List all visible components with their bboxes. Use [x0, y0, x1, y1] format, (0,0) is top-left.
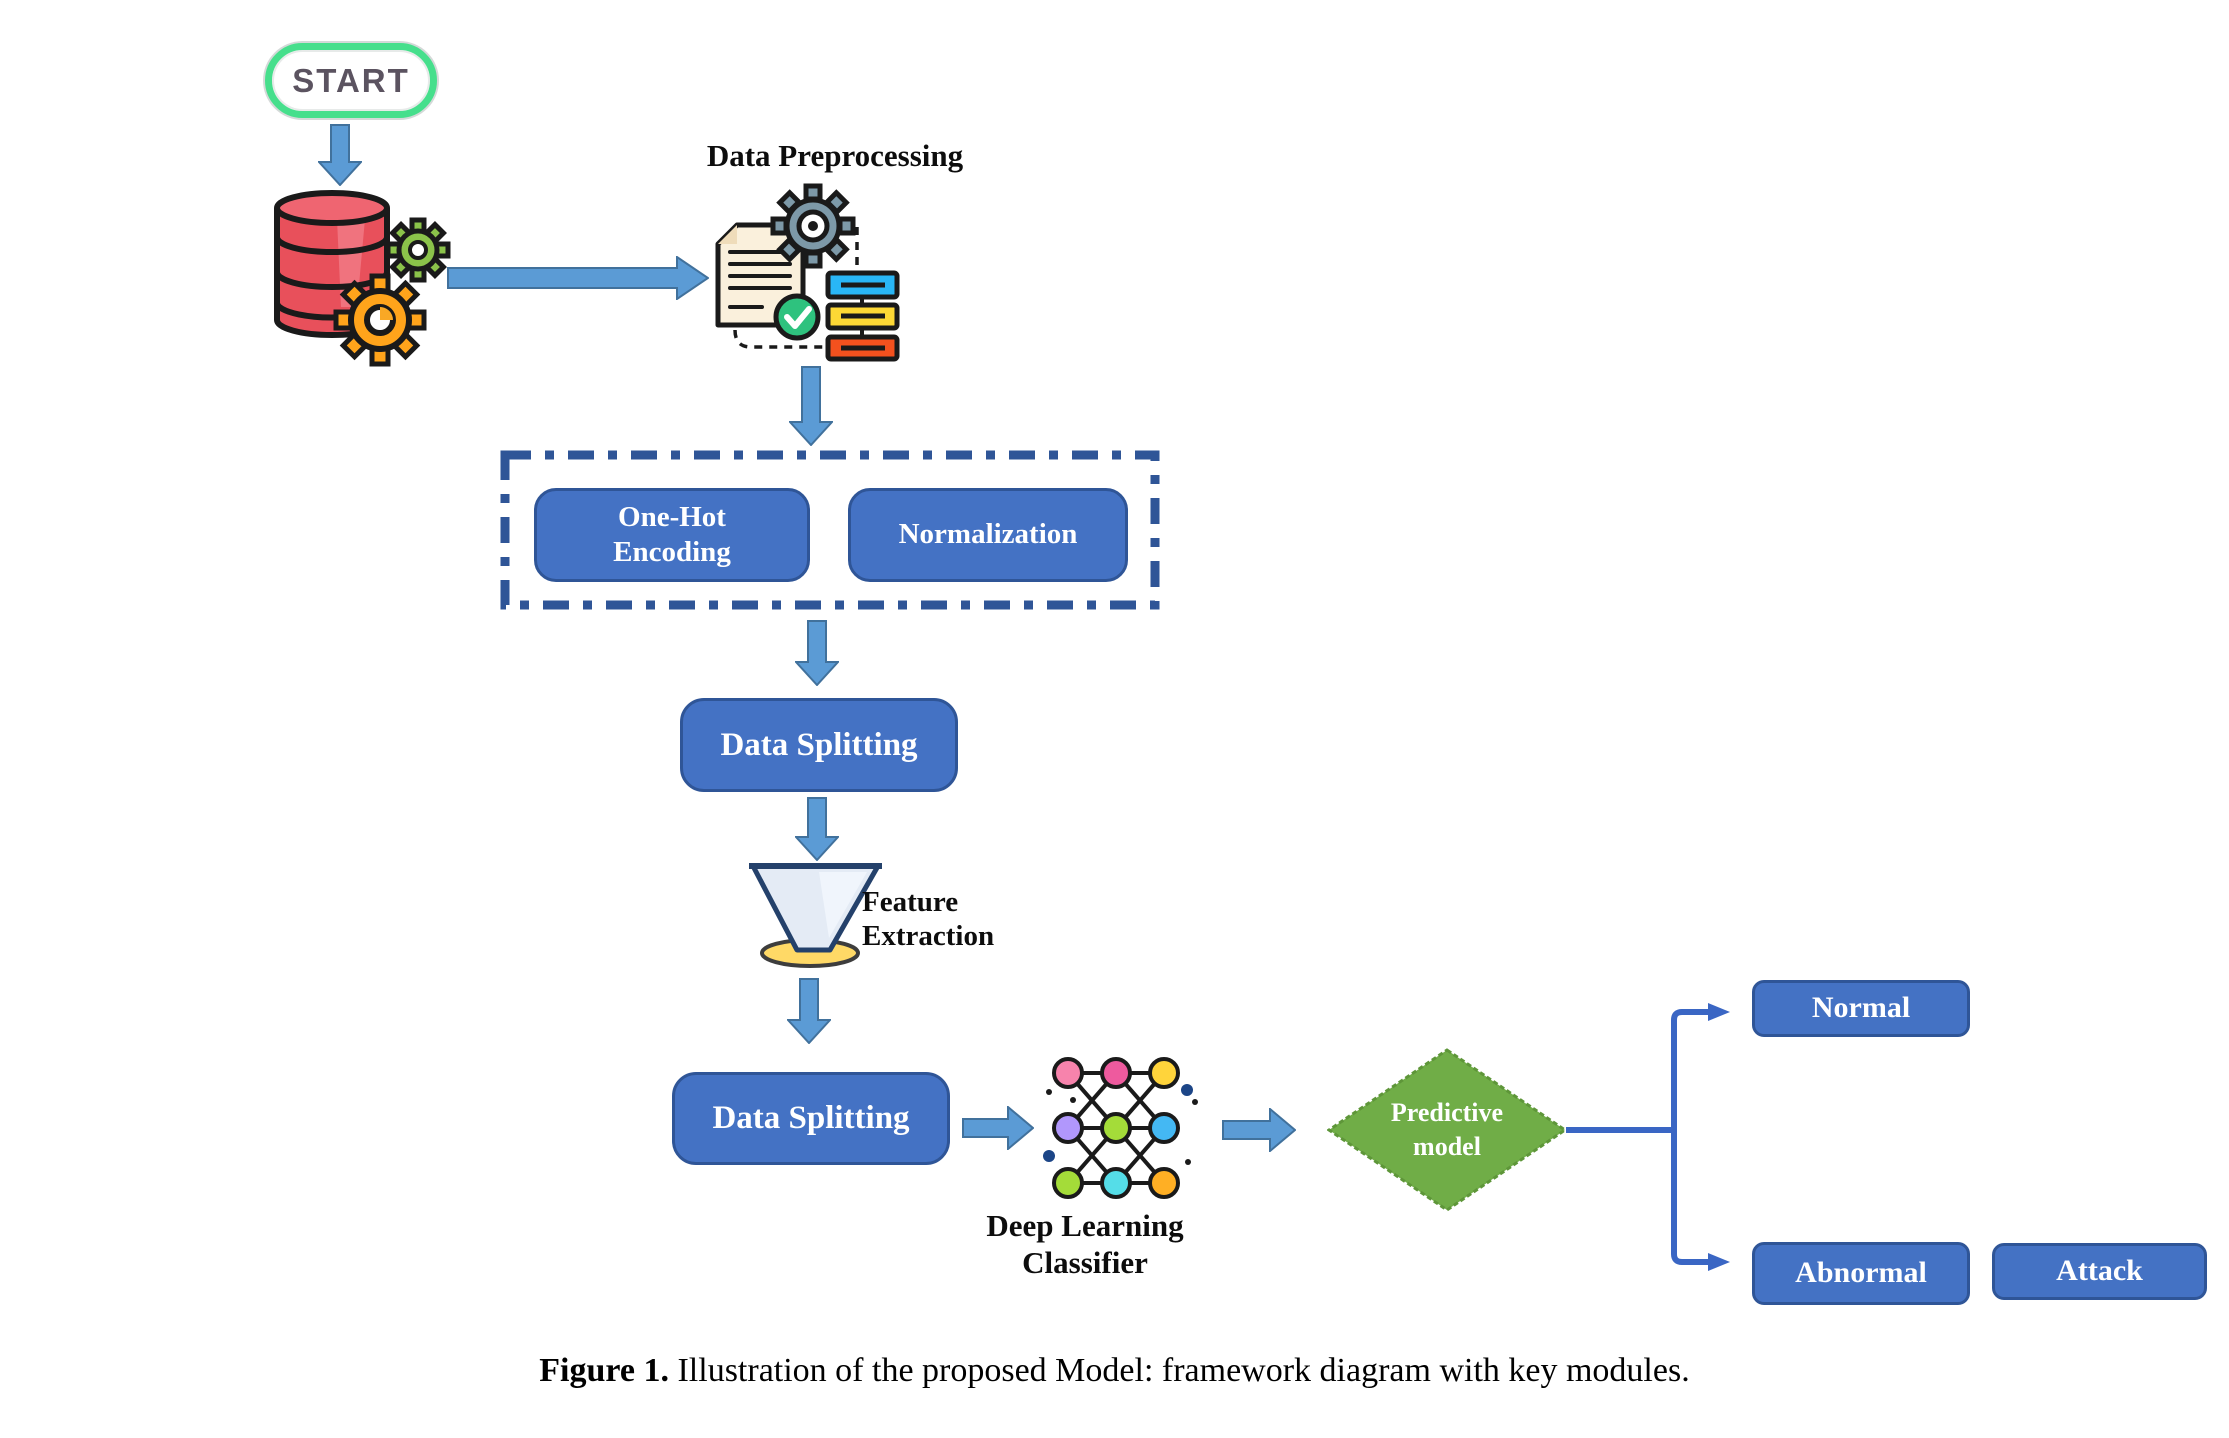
encoding-group-box: [500, 450, 1160, 610]
normalization-box: Normalization: [848, 488, 1128, 582]
figure-caption-number: Figure 1.: [539, 1352, 669, 1389]
data-preprocessing-label: Data Preprocessing: [706, 138, 964, 173]
arrow-preprocessing-to-encoding: [789, 366, 833, 446]
database-icon: [274, 190, 451, 367]
start-badge: START: [265, 43, 437, 118]
deep-learning-classifier-label: Deep Learning Classifier: [986, 1208, 1184, 1280]
arrow-splitting-to-funnel: [795, 797, 839, 861]
arrow-encoding-to-splitting: [795, 620, 839, 686]
data-splitting-box-2: Data Splitting: [672, 1072, 950, 1165]
neural-network-icon: [1043, 1057, 1198, 1199]
data-splitting-box-1: Data Splitting: [680, 698, 958, 792]
decision-diamond: [1327, 1048, 1567, 1212]
one-hot-encoding-label: One-Hot Encoding: [613, 500, 731, 568]
arrow-start-to-database: [318, 124, 362, 186]
figure-caption: Figure 1. Illustration of the proposed M…: [0, 1352, 2229, 1390]
arrow-classifier-to-predictive: [1222, 1108, 1296, 1152]
branch-connector: [1566, 1003, 1730, 1271]
predictive-model-label: Predictive model: [1390, 1098, 1504, 1161]
check-icon: [773, 293, 821, 341]
figure-caption-text: Illustration of the proposed Model: fram…: [668, 1352, 1690, 1389]
one-hot-encoding-box: One-Hot Encoding: [534, 488, 810, 582]
arrow-funnel-to-splitting2: [787, 978, 831, 1044]
start-label: START: [292, 61, 410, 99]
normal-box: Normal: [1752, 980, 1970, 1037]
preprocessing-icon: [715, 183, 900, 362]
abnormal-box: Abnormal: [1752, 1242, 1970, 1305]
gear-icon: [333, 273, 427, 367]
gear-icon: [385, 217, 451, 283]
list-bars-icon: [825, 270, 900, 362]
gear-icon: [770, 183, 856, 269]
arrow-splitting2-to-classifier: [962, 1106, 1034, 1150]
feature-extraction-label: Feature Extraction: [862, 886, 995, 953]
attack-box: Attack: [1992, 1243, 2207, 1300]
funnel-icon: [749, 863, 882, 968]
arrow-database-to-preprocessing: [447, 256, 709, 300]
